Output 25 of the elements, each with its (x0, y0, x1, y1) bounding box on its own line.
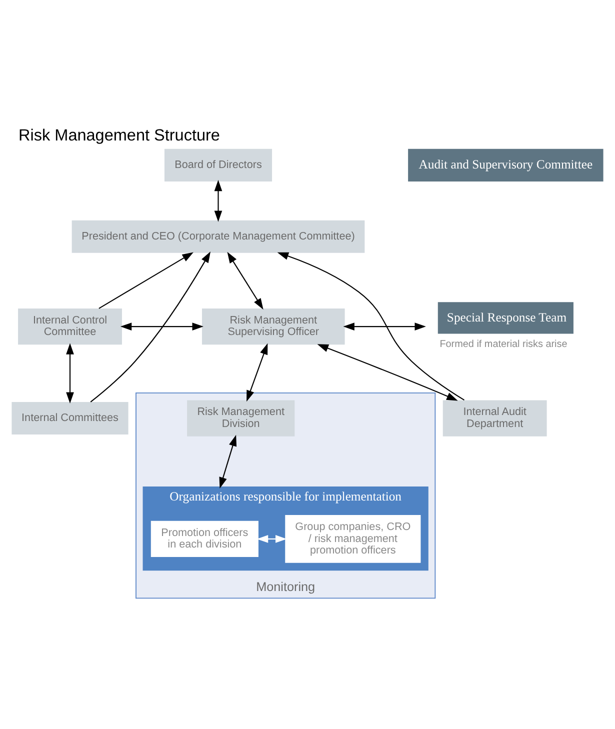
node-label: Formed if material risks arise (440, 339, 568, 350)
node-box: Risk Management Supervising Officer (202, 308, 345, 345)
arrow (227, 252, 264, 310)
node-box: Internal Committees (12, 402, 128, 435)
arrow (246, 343, 268, 402)
arrow (343, 322, 426, 330)
arrow (66, 343, 74, 404)
node-box: Internal Control Committee (18, 308, 122, 345)
node-box: Group companies, CRO / risk management promotion officers (285, 515, 421, 563)
arrow (98, 252, 194, 309)
node-box: Risk Management Division (187, 400, 295, 436)
arrow (317, 344, 458, 401)
arrow (277, 252, 465, 401)
node-box: Board of Directors (164, 148, 272, 182)
arrow (219, 434, 237, 489)
node-box: Audit and Supervisory Committee (408, 148, 604, 182)
node-box: Promotion officers in each division (150, 520, 258, 558)
arrow (214, 180, 222, 222)
arrow (120, 322, 204, 330)
node-box: President and CEO (Corporate Management Committee) (72, 220, 365, 253)
arrow (90, 252, 211, 402)
diagram-title: Risk Management Structure (18, 126, 220, 144)
arrow (256, 535, 287, 543)
node-box: Internal Audit Department (442, 400, 547, 436)
node-box: Special Response Team (438, 302, 574, 334)
